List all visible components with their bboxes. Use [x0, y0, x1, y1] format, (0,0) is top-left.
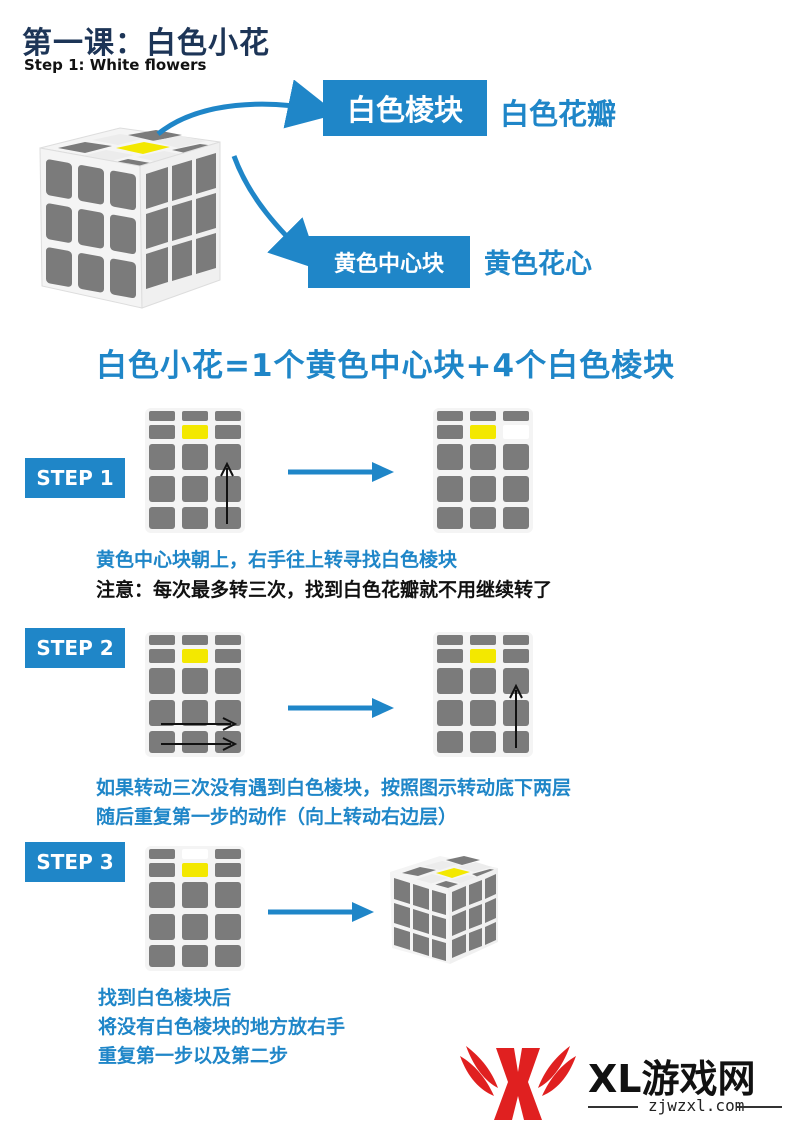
- step3-instruction-line1: 找到白色棱块后: [98, 987, 232, 1009]
- intro-arrows: [156, 80, 338, 270]
- step1-instruction: 黄色中心块朝上，右手往上转寻找白色棱块: [96, 549, 458, 571]
- yellow-center-tag: 黄色中心块: [308, 236, 470, 288]
- footer-url: zjwzxl.com: [648, 1096, 745, 1115]
- step-2-badge: STEP 2: [25, 628, 125, 668]
- step1-cube-after: [433, 408, 533, 533]
- intro-cube-illustration: [39, 127, 221, 309]
- step2-instruction-line2: 随后重复第一步的动作（向上转动右边层）: [96, 806, 458, 828]
- footer-divider-right: [736, 1106, 782, 1108]
- white-petal-label: 白色花瓣: [500, 97, 617, 131]
- yellow-core-label: 黄色花心: [484, 249, 592, 280]
- footer-logo-text: XL游戏网: [588, 1057, 756, 1101]
- formula-heading: 白色小花=1个黄色中心块+4个白色棱块: [96, 348, 676, 384]
- step2-instruction-line1: 如果转动三次没有遇到白色棱块，按照图示转动底下两层: [96, 777, 572, 799]
- page-title: 第一课：白色小花: [22, 26, 270, 61]
- step3-cube-after: [390, 856, 498, 964]
- page-subtitle: Step 1: White flowers: [24, 56, 207, 74]
- step2-cube-before: [145, 632, 245, 757]
- winged-x-logo-icon: [460, 1046, 576, 1120]
- footer-divider-left: [588, 1106, 638, 1108]
- white-edge-tag: 白色棱块: [323, 80, 487, 136]
- step2-arrow: [288, 698, 394, 718]
- step2-cube-after: [433, 632, 533, 757]
- step3-instruction-line3: 重复第一步以及第二步: [98, 1045, 289, 1067]
- step-1-badge: STEP 1: [25, 458, 125, 498]
- step3-instruction-line2: 将没有白色棱块的地方放右手: [98, 1016, 346, 1038]
- step3-cube-before: [145, 846, 245, 971]
- step3-arrow: [268, 902, 374, 922]
- step1-arrow: [288, 462, 394, 482]
- step-3-badge: STEP 3: [25, 842, 125, 882]
- step1-cube-before: [145, 408, 245, 533]
- step1-note: 注意：每次最多转三次，找到白色花瓣就不用继续转了: [96, 579, 553, 601]
